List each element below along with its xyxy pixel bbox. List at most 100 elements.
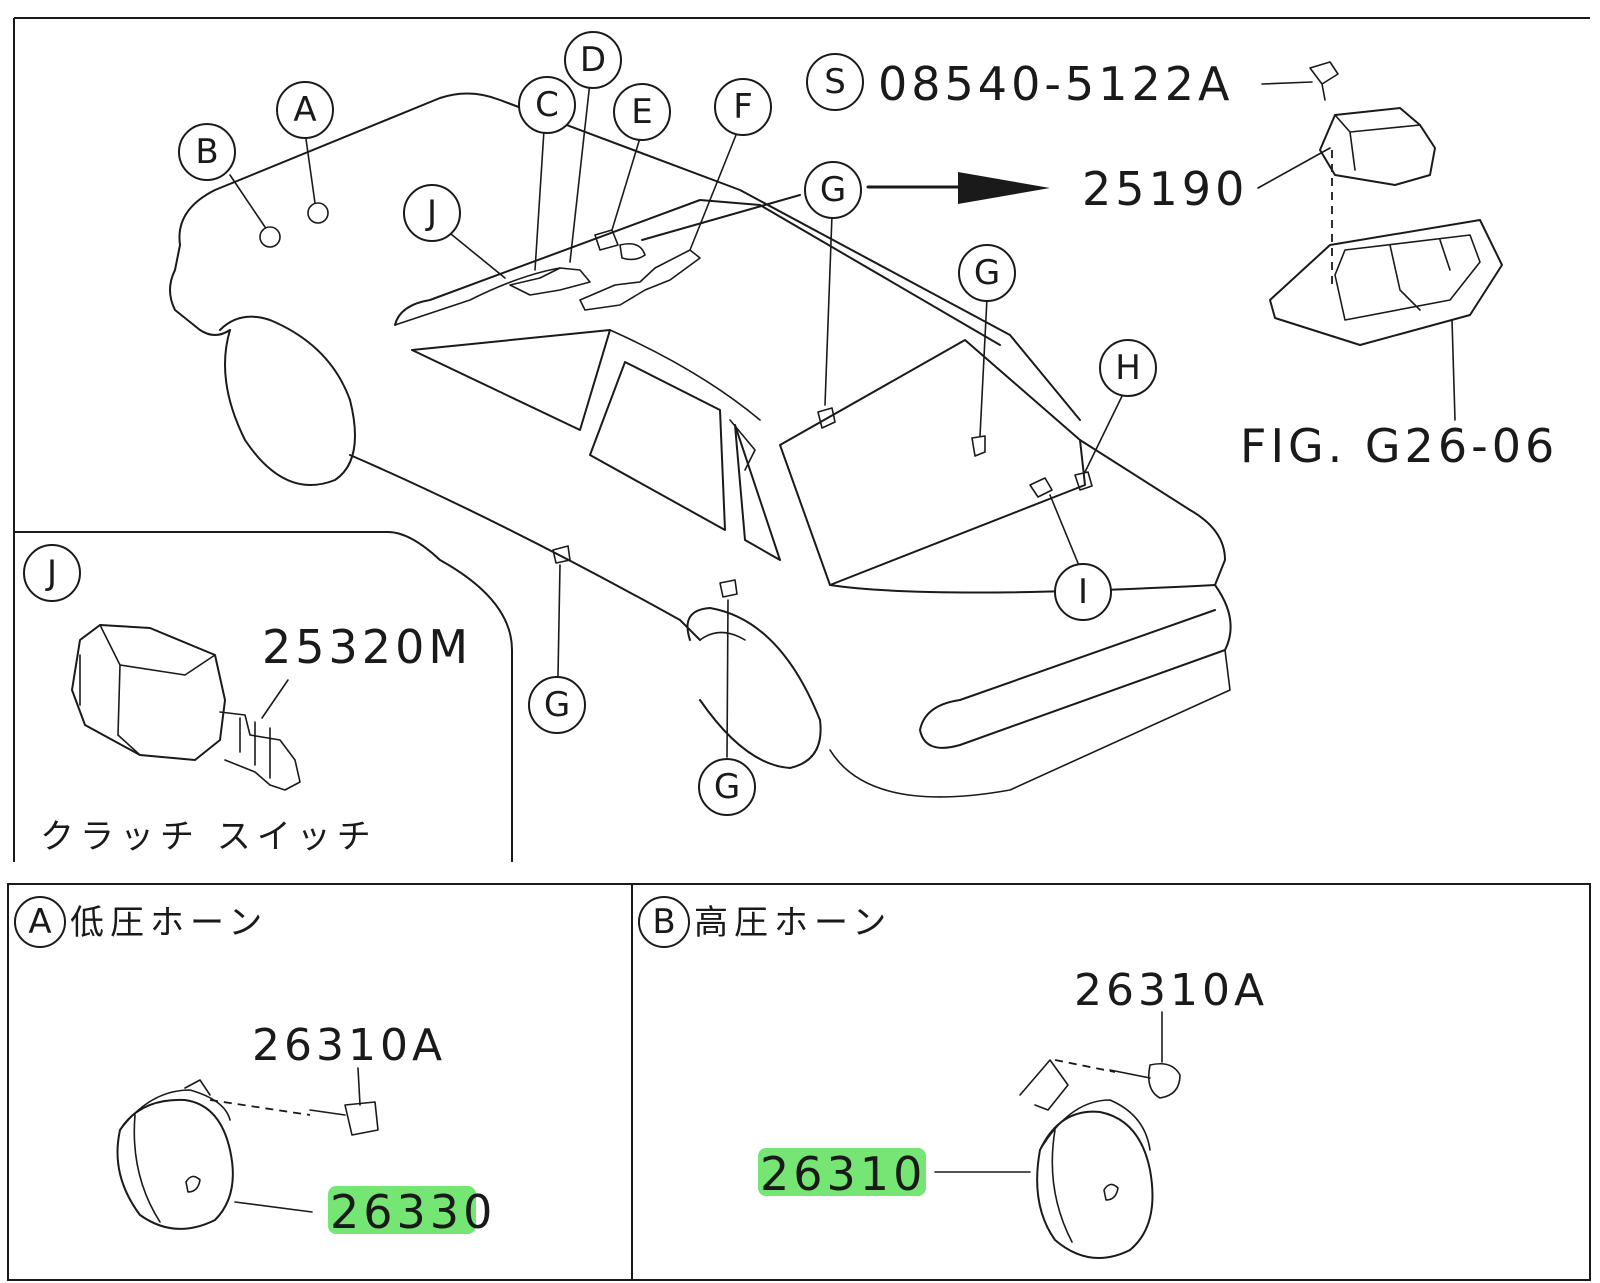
svg-text:D: D (580, 40, 606, 80)
high-horn-panel-frame (631, 883, 1591, 1281)
g-clip-sill-front (719, 579, 738, 598)
horn-a-marker (307, 202, 329, 224)
high-horn-bracket (1019, 1059, 1069, 1111)
svg-text:F: F (733, 87, 753, 127)
low-horn-bolt-leader (357, 1067, 361, 1106)
g-clip-sill-rear (552, 545, 571, 564)
callout-h: H (1099, 339, 1157, 397)
side-mirror (729, 419, 756, 471)
low-horn-drawing (116, 1067, 379, 1230)
component-markers (259, 194, 1093, 598)
low-horn-bolt-part-number: 26310A (252, 1020, 446, 1071)
callout-g-sill-front: G (698, 758, 756, 816)
svg-text:J: J (425, 193, 437, 233)
h-connector (1074, 471, 1093, 491)
high-horn-bolt-dashed (1054, 1059, 1116, 1073)
callout-d: D (564, 31, 622, 89)
front-fascia (829, 584, 1216, 594)
callout-c: C (518, 76, 576, 134)
screw-s-leader (1261, 81, 1313, 85)
steering-column-switch (579, 249, 701, 311)
callout-b-panel: B (638, 896, 690, 948)
low-horn-title: 低圧ホーン (70, 903, 268, 943)
svg-text:I: I (1078, 572, 1088, 612)
horn-b-marker (259, 226, 281, 248)
car-body-illustration (169, 92, 1232, 798)
g-clip-windshield (817, 407, 836, 429)
leader-lines (229, 81, 1126, 758)
car-belt-line (394, 199, 1001, 346)
svg-text:B: B (195, 132, 218, 172)
harness-to-g (641, 194, 801, 241)
callout-j: J (403, 184, 461, 242)
low-horn-panel-frame (7, 883, 633, 1281)
car-rear-lower (169, 244, 231, 336)
rear-window (411, 329, 611, 431)
callout-e: E (613, 83, 671, 141)
screw-s-head (1309, 61, 1339, 101)
clutch-switch-body-detail (79, 624, 216, 756)
high-horn-drawing (934, 1011, 1181, 1259)
svg-text:G: G (820, 170, 846, 210)
clutch-switch-drawing (71, 624, 301, 791)
high-horn-title: 高圧ホーン (694, 903, 892, 943)
callout-i: I (1054, 563, 1112, 621)
rear-door-window (589, 361, 726, 531)
high-horn-rim (1039, 1099, 1151, 1243)
front-door-window (734, 424, 781, 561)
relay-leader (1257, 147, 1331, 189)
callout-j-inset: J (23, 544, 81, 602)
clutch-switch-part-number: 25320M (262, 620, 472, 674)
high-horn-bolt (1109, 1062, 1181, 1099)
svg-text:A: A (293, 90, 316, 130)
callout-a-panel: A (14, 896, 66, 948)
rear-wheel (224, 329, 356, 486)
g-clip-cowl (971, 435, 986, 457)
low-horn-leader (234, 1201, 313, 1213)
clutch-switch-thread (219, 711, 301, 791)
svg-text:G: G (544, 685, 570, 725)
svg-text:J: J (45, 553, 57, 593)
relay-part-number: 25190 (1082, 162, 1248, 216)
screw-s-part-number: 08540-5122A (878, 57, 1233, 111)
callout-s: S (806, 53, 864, 111)
i-connector (1029, 477, 1053, 498)
callout-g-harness: G (804, 161, 862, 219)
roof-line (609, 329, 761, 421)
high-horn-highlight (758, 1148, 926, 1196)
front-wheel-inner (699, 631, 746, 641)
low-horn-center (185, 1175, 201, 1193)
svg-text:G: G (974, 253, 1000, 293)
hood-outline (1079, 439, 1226, 586)
callout-g-cowl: G (958, 244, 1016, 302)
callout-f: F (714, 78, 772, 136)
fig-ref-leader (1451, 319, 1456, 421)
callout-a: A (276, 81, 334, 139)
relay-body (1319, 107, 1436, 186)
rear-wheel-arch (219, 315, 351, 401)
callout-b: B (178, 123, 236, 181)
dash-components (509, 229, 646, 296)
clutch-inset-frame (14, 531, 513, 862)
front-wheel (686, 607, 822, 769)
high-horn-center (1103, 1183, 1119, 1201)
relay-assembly (1257, 61, 1503, 421)
car-side-sill (349, 454, 701, 641)
relay-body-detail (1334, 114, 1421, 171)
svg-text:G: G (714, 767, 740, 807)
svg-text:C: C (535, 85, 559, 125)
callout-g-sill-rear: G (528, 676, 586, 734)
front-lower-valance (829, 649, 1231, 798)
low-horn-bolt (309, 1101, 379, 1136)
svg-text:E: E (631, 92, 652, 132)
high-horn-bolt-part-number: 26310A (1074, 965, 1268, 1016)
windshield (779, 339, 1086, 586)
diagram-frames (7, 17, 1591, 1281)
low-horn-rim (119, 1089, 231, 1223)
car-rear-outline (178, 92, 1081, 421)
relay-arrow (866, 172, 1050, 204)
clutch-switch-leader (261, 679, 289, 719)
relay-bracket-inner (1334, 234, 1481, 321)
clutch-switch-body (71, 624, 226, 761)
